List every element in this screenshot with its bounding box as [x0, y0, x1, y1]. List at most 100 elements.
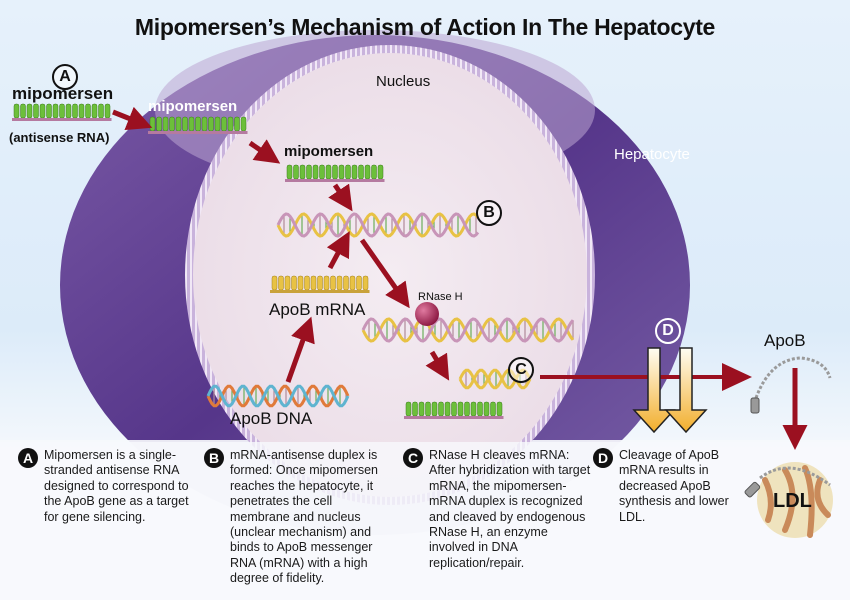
- nucleotide: [149, 116, 156, 132]
- nucleotide: [104, 103, 111, 119]
- nucleotide: [293, 164, 299, 180]
- nucleotide: [304, 275, 310, 291]
- nucleotide: [234, 116, 240, 132]
- antisense-strand-nucleus: [285, 164, 385, 182]
- nucleotide: [319, 164, 325, 180]
- nucleotide: [13, 103, 20, 119]
- nucleotide: [156, 116, 162, 132]
- nucleotide: [444, 401, 451, 417]
- nucleotide: [201, 116, 208, 132]
- step-text-a: Mipomersen is a single-stranded antisens…: [44, 448, 189, 524]
- antisense-strand-released: [404, 401, 504, 419]
- nucleotide: [227, 116, 234, 132]
- nucleotide: [477, 401, 483, 417]
- nucleotide: [312, 164, 319, 180]
- duplex-helix-c: [361, 317, 575, 343]
- nucleotide: [325, 164, 332, 180]
- page-title: Mipomersen’s Mechanism of Action In The …: [134, 14, 716, 40]
- nucleotide: [98, 103, 104, 119]
- nucleotide: [85, 103, 91, 119]
- nucleotide: [431, 401, 438, 417]
- label-apob-dna: ApoB DNA: [230, 409, 313, 428]
- nucleotide: [214, 116, 221, 132]
- nucleotide: [310, 275, 317, 291]
- nucleotide: [52, 103, 59, 119]
- helix-backbone: [458, 368, 532, 390]
- arrow-nucleus-to-duplex: [328, 183, 353, 212]
- step-badge-d: D: [593, 448, 613, 468]
- nucleotide: [457, 401, 464, 417]
- nucleotide: [65, 103, 72, 119]
- nucleotide: [188, 116, 195, 132]
- apob-protein-anchor: [750, 397, 760, 414]
- nucleotide: [343, 275, 349, 291]
- nucleotide: [271, 275, 278, 291]
- step-text-b: mRNA-antisense duplex is formed: Once mi…: [230, 448, 378, 586]
- nucleotide: [358, 164, 364, 180]
- nucleotide: [195, 116, 201, 132]
- label-rnase-h: RNase H: [418, 291, 463, 303]
- nucleotide: [332, 164, 338, 180]
- ldl-particle: [744, 462, 833, 538]
- marker-c: C: [508, 357, 534, 383]
- nucleotide: [182, 116, 188, 132]
- nucleotide: [240, 116, 247, 132]
- nucleotide: [371, 164, 377, 180]
- nucleotide: [464, 401, 470, 417]
- arrow-duplex-to-rnase: [359, 238, 410, 309]
- antisense-strand-outside: [12, 103, 112, 121]
- strand-backbone: [285, 179, 385, 182]
- nucleotide: [412, 401, 418, 417]
- duplex-helix-b: [276, 212, 480, 238]
- mrna-strand: [270, 275, 370, 293]
- arrow-dna-to-mrna: [285, 316, 315, 383]
- nucleotide: [377, 164, 384, 180]
- step-badge-a: A: [18, 448, 38, 468]
- label-hepatocyte: Hepatocyte: [614, 146, 690, 163]
- apob-protein-chain: [754, 356, 832, 399]
- nucleotide: [438, 401, 444, 417]
- arrow-mrna-to-duplex: [326, 231, 350, 270]
- nucleus: [193, 53, 587, 497]
- arrow-duplex-to-cleaved: [425, 350, 450, 381]
- nucleotide: [451, 401, 457, 417]
- label-ldl: LDL: [773, 490, 812, 512]
- nucleotide: [72, 103, 78, 119]
- marker-d: D: [655, 318, 681, 344]
- arrow-translation-head: [722, 363, 752, 391]
- nucleotide: [169, 116, 175, 132]
- nucleotide: [299, 164, 306, 180]
- nucleotide: [483, 401, 490, 417]
- label-apob-protein: ApoB: [764, 331, 806, 350]
- label-mipomersen-nucleus: mipomersen: [284, 143, 374, 160]
- nucleotide: [364, 164, 371, 180]
- label-nucleus: Nucleus: [376, 73, 431, 90]
- marker-a: A: [52, 64, 78, 90]
- nucleotide: [162, 116, 169, 132]
- step-text-c: RNase H cleaves mRNA: After hybridizatio…: [429, 448, 591, 570]
- marker-b: B: [476, 200, 502, 226]
- nucleotide: [362, 275, 369, 291]
- nucleotide: [470, 401, 477, 417]
- nucleotide: [26, 103, 33, 119]
- nucleotide: [286, 164, 293, 180]
- nucleotide: [330, 275, 336, 291]
- label-antisense-rna: (antisense RNA): [9, 130, 110, 145]
- nucleotide: [345, 164, 351, 180]
- nucleotide: [20, 103, 26, 119]
- nucleotide: [278, 275, 284, 291]
- nucleotide: [356, 275, 362, 291]
- nucleotide: [490, 401, 496, 417]
- nucleotide: [175, 116, 182, 132]
- nucleotide: [291, 275, 297, 291]
- nucleotide: [208, 116, 214, 132]
- strand-backbone: [270, 290, 370, 293]
- helix-backbone: [361, 317, 575, 343]
- nucleotide: [39, 103, 46, 119]
- strand-backbone: [404, 416, 504, 419]
- label-mipomersen-membrane: mipomersen: [148, 98, 238, 115]
- nucleotide: [91, 103, 98, 119]
- step-badge-c: C: [403, 448, 423, 468]
- nucleotide: [405, 401, 412, 417]
- apob-dna-helix: [206, 384, 350, 408]
